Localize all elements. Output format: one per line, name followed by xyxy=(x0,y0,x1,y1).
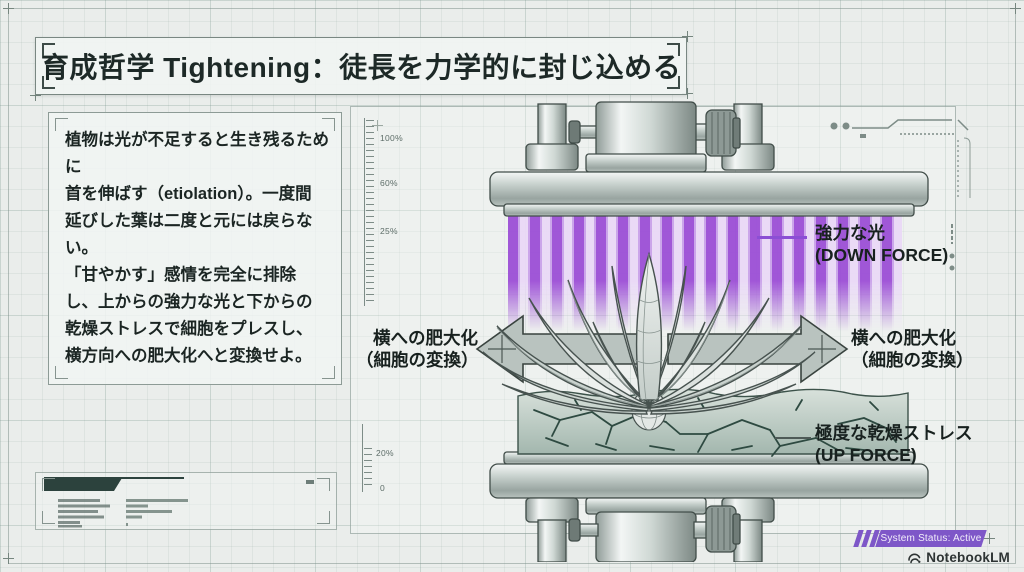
label-up-force: 極度な乾燥ストレス (UP FORCE) xyxy=(815,422,973,466)
corner-bracket xyxy=(317,478,330,491)
label-down-force-subtitle: (DOWN FORCE) xyxy=(815,245,949,265)
label-lateral-left: 横への肥大化 （細胞の変換） xyxy=(356,327,479,371)
label-lateral-right-title: 横への肥大化 xyxy=(851,328,956,348)
corner-bracket xyxy=(42,478,55,491)
description-text: 植物は光が不足すると生き残るために 首を伸ばす（etiolation）。一度間 … xyxy=(65,131,329,365)
crosshair-mark xyxy=(30,90,41,101)
label-lateral-right: 横への肥大化 （細胞の変換） xyxy=(851,327,974,371)
label-lateral-right-subtitle: （細胞の変換） xyxy=(851,350,974,370)
down-force-connector xyxy=(757,236,807,239)
soil-cracks xyxy=(533,397,897,457)
crosshair-mark xyxy=(1010,3,1021,14)
light-rays xyxy=(508,216,902,334)
title-banner: 育成哲学 Tightening：徒長を力学的に封じ込める xyxy=(35,37,687,95)
label-lateral-left-title: 横への肥大化 xyxy=(373,328,478,348)
press-machine-diagram xyxy=(475,101,929,562)
crosshair-mark xyxy=(372,120,383,131)
status-badge: System Status: Active xyxy=(875,530,987,547)
status-badge-text: System Status: Active xyxy=(880,533,982,544)
up-force-connector xyxy=(775,437,811,439)
corner-bracket xyxy=(55,366,68,379)
ruler-ticks-lower xyxy=(364,448,372,490)
label-down-force-title: 強力な光 xyxy=(815,223,885,243)
hud-decoration-right xyxy=(949,224,955,271)
crosshair-mark xyxy=(984,533,995,544)
notebooklm-logo-icon xyxy=(908,553,921,564)
ruler-axis xyxy=(364,118,365,306)
wireframe-agave-plant xyxy=(482,251,816,415)
brand-lockup: NotebookLM xyxy=(907,550,1010,565)
label-lateral-left-subtitle: （細胞の変換） xyxy=(356,350,479,370)
ruler-label-100: 100% xyxy=(380,133,403,143)
press-top-assembly xyxy=(489,101,929,217)
crosshair-mark xyxy=(682,88,693,99)
ruler-label-20: 20% xyxy=(376,448,394,458)
label-up-force-subtitle: (UP FORCE) xyxy=(815,445,917,465)
corner-bracket xyxy=(42,43,55,56)
hud-decoration-top-right xyxy=(830,119,971,198)
corner-bracket xyxy=(317,511,330,524)
corner-bracket xyxy=(322,118,335,131)
crosshair-mark xyxy=(3,553,14,564)
spec-panel xyxy=(35,472,337,530)
corner-bracket xyxy=(322,366,335,379)
description-box: 植物は光が不足すると生き残るために 首を伸ばす（etiolation）。一度間 … xyxy=(48,112,342,385)
crosshair-mark xyxy=(3,3,14,14)
ruler-axis-lower xyxy=(362,424,363,492)
corner-bracket xyxy=(667,76,680,89)
label-down-force: 強力な光 (DOWN FORCE) xyxy=(815,222,948,266)
ruler-label-25: 25% xyxy=(380,226,398,236)
corner-bracket xyxy=(667,43,680,56)
page-title: 育成哲学 Tightening：徒長を力学的に封じ込める xyxy=(40,52,682,83)
crosshair-mark xyxy=(682,31,693,42)
corner-bracket xyxy=(42,511,55,524)
label-up-force-title: 極度な乾燥ストレス xyxy=(815,423,973,443)
press-bottom-assembly xyxy=(489,451,929,562)
corner-bracket xyxy=(42,76,55,89)
spec-panel-graphics xyxy=(44,477,314,528)
ruler-label-60: 60% xyxy=(380,178,398,188)
ruler-label-0: 0 xyxy=(380,483,386,493)
ruler-ticks xyxy=(366,120,374,306)
leaf-veins xyxy=(496,253,802,407)
brand-name: NotebookLM xyxy=(926,550,1010,565)
corner-bracket xyxy=(55,118,68,131)
